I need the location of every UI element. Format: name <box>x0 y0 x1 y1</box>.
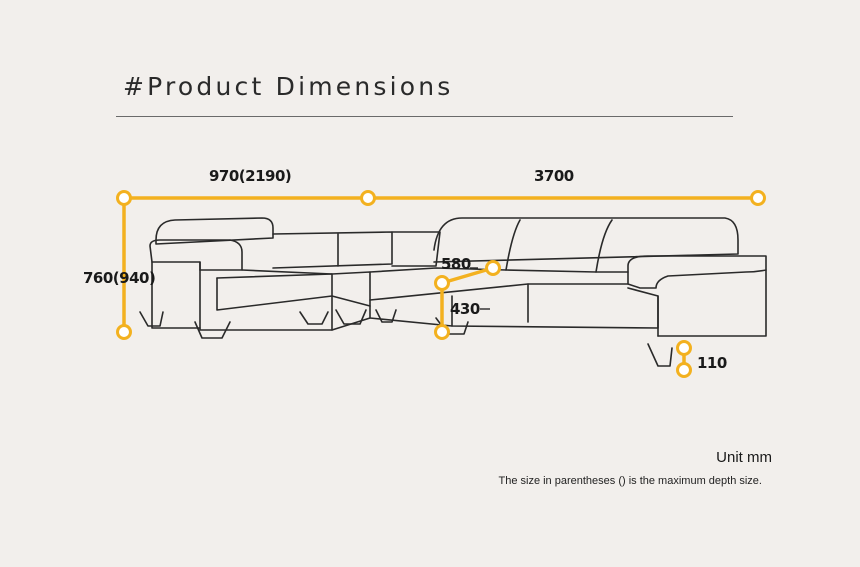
marker-top-middle <box>360 190 376 206</box>
unit-label: Unit mm <box>716 449 772 466</box>
leg-height-label: 110 <box>697 354 727 372</box>
width-right-label: 3700 <box>534 167 574 185</box>
marker-top-right <box>750 190 766 206</box>
dimension-lines <box>122 196 760 372</box>
depth-note: The size in parentheses () is the maximu… <box>498 475 762 487</box>
title-divider <box>116 116 733 117</box>
seat-depth-label: 580 <box>441 255 471 273</box>
marker-leg-top <box>676 340 692 356</box>
page-title: #Product Dimensions <box>123 72 454 101</box>
marker-top-left <box>116 190 132 206</box>
marker-seat-floor <box>434 324 450 340</box>
marker-seat-front <box>434 275 450 291</box>
height-label: 760(940) <box>83 269 155 287</box>
sofa-drawing <box>139 217 767 367</box>
dimension-markers <box>116 190 766 378</box>
marker-leg-bottom <box>676 362 692 378</box>
seat-depth-line <box>440 266 495 285</box>
width-left-label: 970(2190) <box>209 167 291 185</box>
marker-seat-back <box>485 260 501 276</box>
seat-height-label: 430 <box>450 300 480 318</box>
marker-bottom-left <box>116 324 132 340</box>
